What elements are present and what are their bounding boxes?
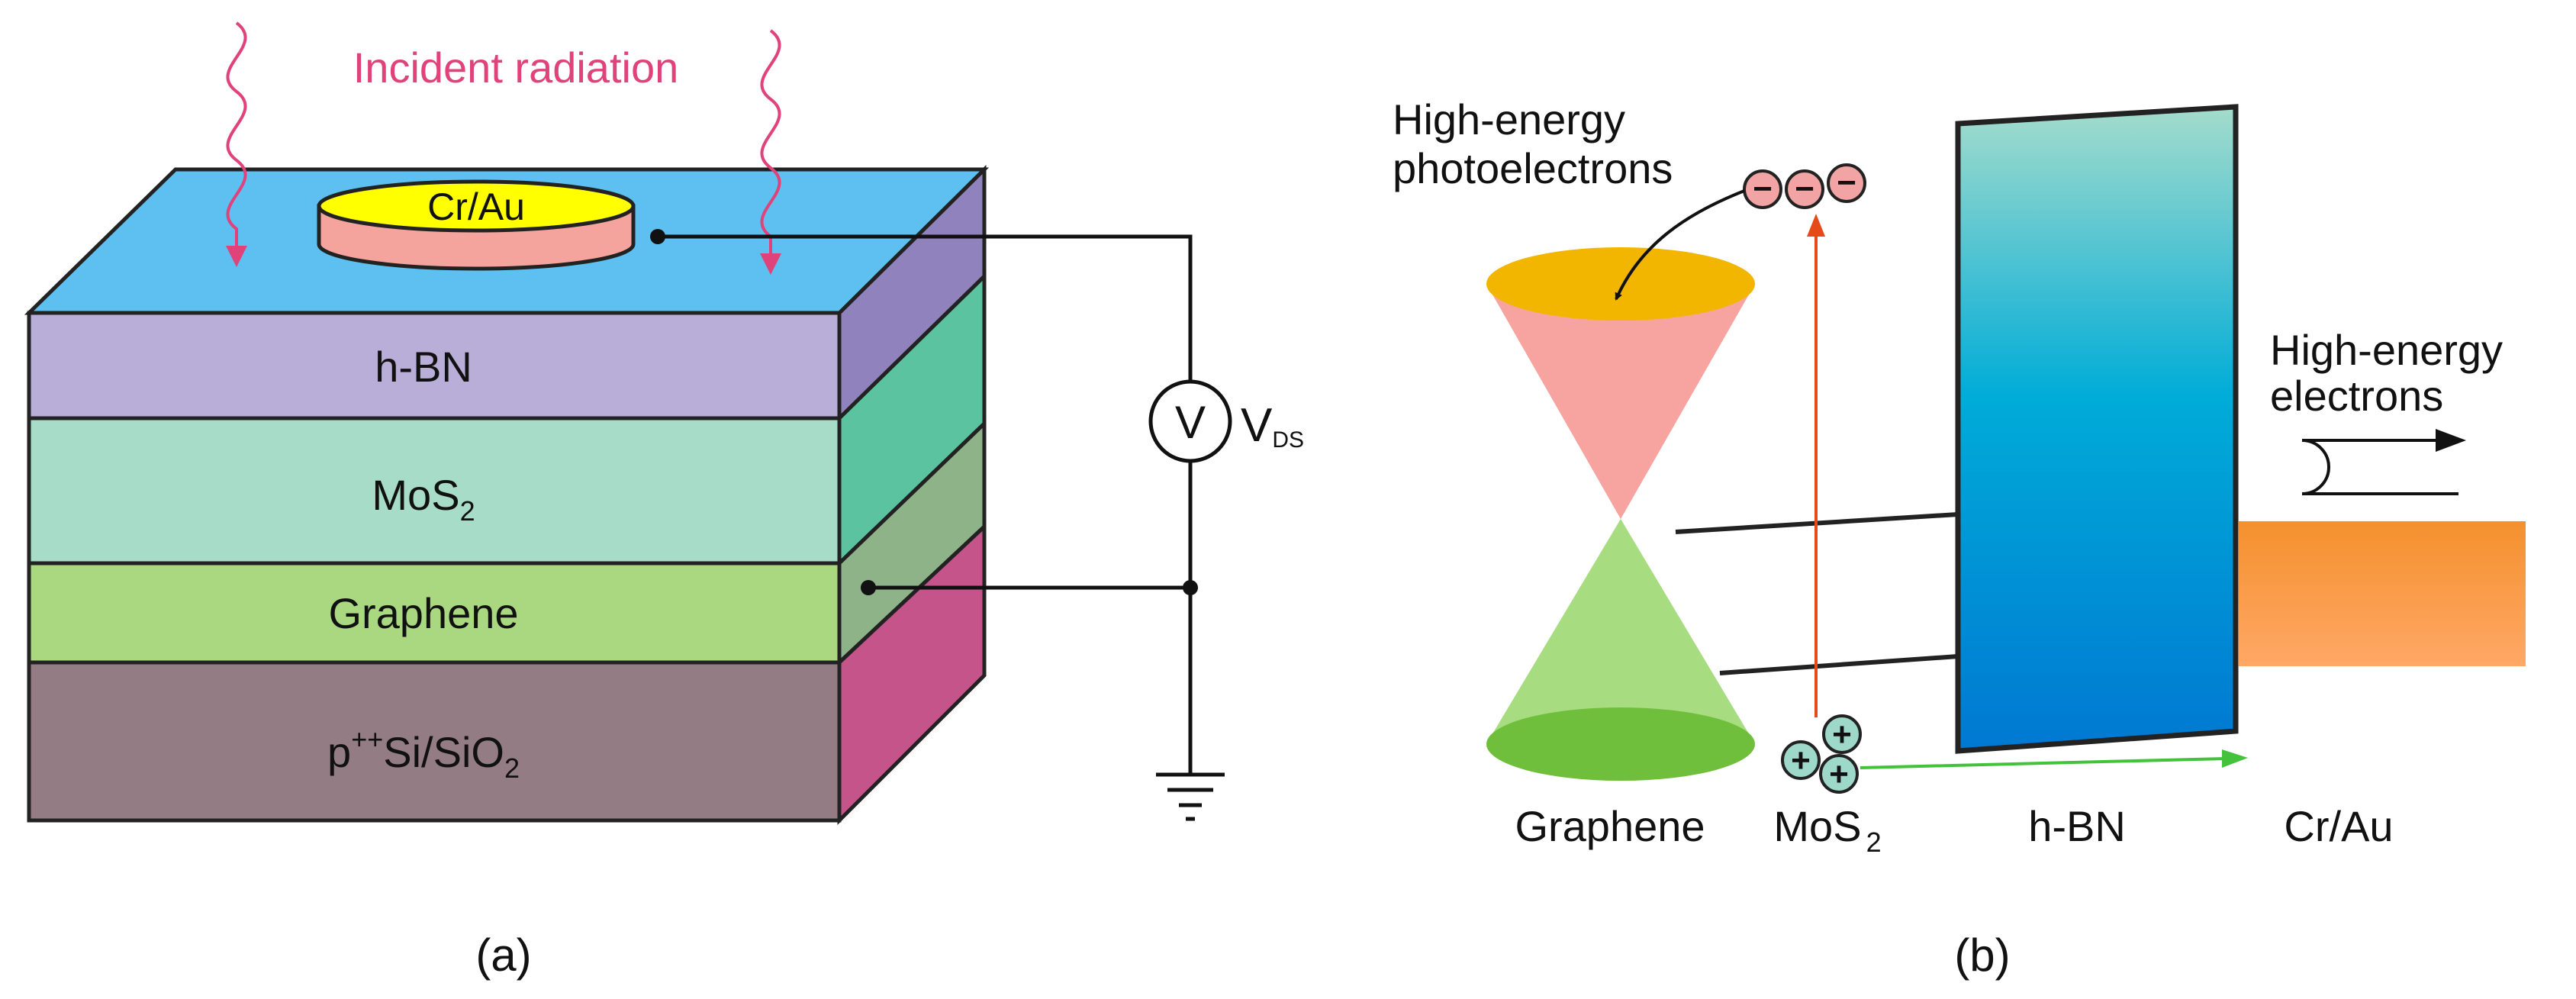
electron: −: [1743, 169, 1782, 209]
upper-cone: [1486, 284, 1755, 519]
circuit: [658, 234, 1193, 775]
circuit-wire-top: [658, 234, 1193, 382]
radiation-wave-left: [226, 21, 247, 252]
hole-sign: +: [1829, 756, 1849, 793]
radiation-arrow-left: [226, 21, 247, 267]
contact-top: [317, 179, 636, 233]
electron-sign: −: [1753, 170, 1773, 208]
graphene-layer: [27, 561, 842, 665]
photoelectron-curved-arrow: [1615, 189, 1745, 301]
substrate-label: p++Si/SiO2: [327, 723, 520, 784]
circuit-junction: [1183, 580, 1198, 595]
hbn-label: h-BN: [375, 343, 472, 391]
electron-circle: [1743, 169, 1782, 209]
panel-a: h-BN MoS2 Graphene p++Si/SiO2 Cr/Au Inci…: [24, 21, 1304, 981]
electron-circle: [1827, 163, 1866, 203]
graphene-terminal: [861, 580, 876, 595]
electrons-label-line1: High-energy: [2270, 326, 2503, 374]
electron-sign: −: [1795, 170, 1814, 208]
radiation-wave-right: [760, 29, 781, 259]
electrons-label-line2: electrons: [2270, 372, 2443, 420]
radiation-arrowhead-left: [226, 246, 247, 267]
excitation-arrowhead: [1807, 214, 1825, 237]
electron-sign: −: [1837, 164, 1856, 201]
electron: −: [1785, 169, 1824, 209]
hole: +: [1781, 740, 1821, 780]
electron: −: [1827, 163, 1866, 203]
electron-uturn-arrowhead: [2436, 429, 2466, 452]
caption-b: (b): [1954, 930, 2010, 981]
transfer-arrow-line: [1860, 757, 2226, 769]
crau-metal: [2239, 521, 2526, 666]
crau-bottom-label: Cr/Au: [2284, 802, 2393, 850]
graphene-label: Graphene: [328, 589, 518, 637]
mos2-layer: [27, 416, 842, 566]
substrate-layer: [27, 660, 842, 823]
hole: +: [1819, 754, 1859, 794]
voltmeter-symbol: V: [1175, 397, 1206, 448]
ground-symbol: [1156, 772, 1225, 821]
hole-circle: [1822, 714, 1862, 754]
graphene-bottom-label: Graphene: [1515, 802, 1705, 850]
hole-sign: +: [1791, 742, 1811, 779]
electron-uturn-arrow: [2301, 439, 2458, 495]
hbn-bottom-label: h-BN: [2028, 802, 2126, 850]
photoelectrons-label-line2: photoelectrons: [1393, 144, 1673, 192]
lower-cone-cap: [1486, 707, 1755, 781]
photoelectrons-label-line1: High-energy: [1393, 95, 1625, 143]
electron-circle: [1785, 169, 1824, 209]
transfer-arrowhead: [2222, 749, 2248, 768]
hole-group: + + +: [1781, 714, 1862, 794]
photoelectron-group: − − −: [1743, 163, 1866, 209]
incident-radiation-label: Incident radiation: [353, 44, 679, 92]
hole-circle: [1781, 740, 1821, 780]
voltmeter: V: [1148, 379, 1232, 463]
hole-circle: [1819, 754, 1859, 794]
lower-cone: [1486, 519, 1755, 744]
hbn-layer: [27, 311, 842, 421]
voltmeter-circle: [1148, 379, 1232, 463]
mos2-label: MoS2: [372, 471, 475, 527]
contact-label: Cr/Au: [427, 185, 525, 228]
valence-band-line: [1719, 654, 1959, 675]
hole-sign: +: [1832, 716, 1852, 753]
panel-b: − − − + + +: [1393, 95, 2526, 981]
vds-label: VDS: [1241, 399, 1304, 453]
radiation-arrow-right: [760, 29, 781, 275]
crau-contact: Cr/Au: [317, 179, 665, 271]
radiation-arrowhead-right: [760, 253, 781, 275]
caption-a: (a): [475, 930, 531, 981]
hole: +: [1822, 714, 1862, 754]
hbn-barrier: [1955, 104, 2239, 754]
upper-cone-cap: [1486, 247, 1755, 321]
